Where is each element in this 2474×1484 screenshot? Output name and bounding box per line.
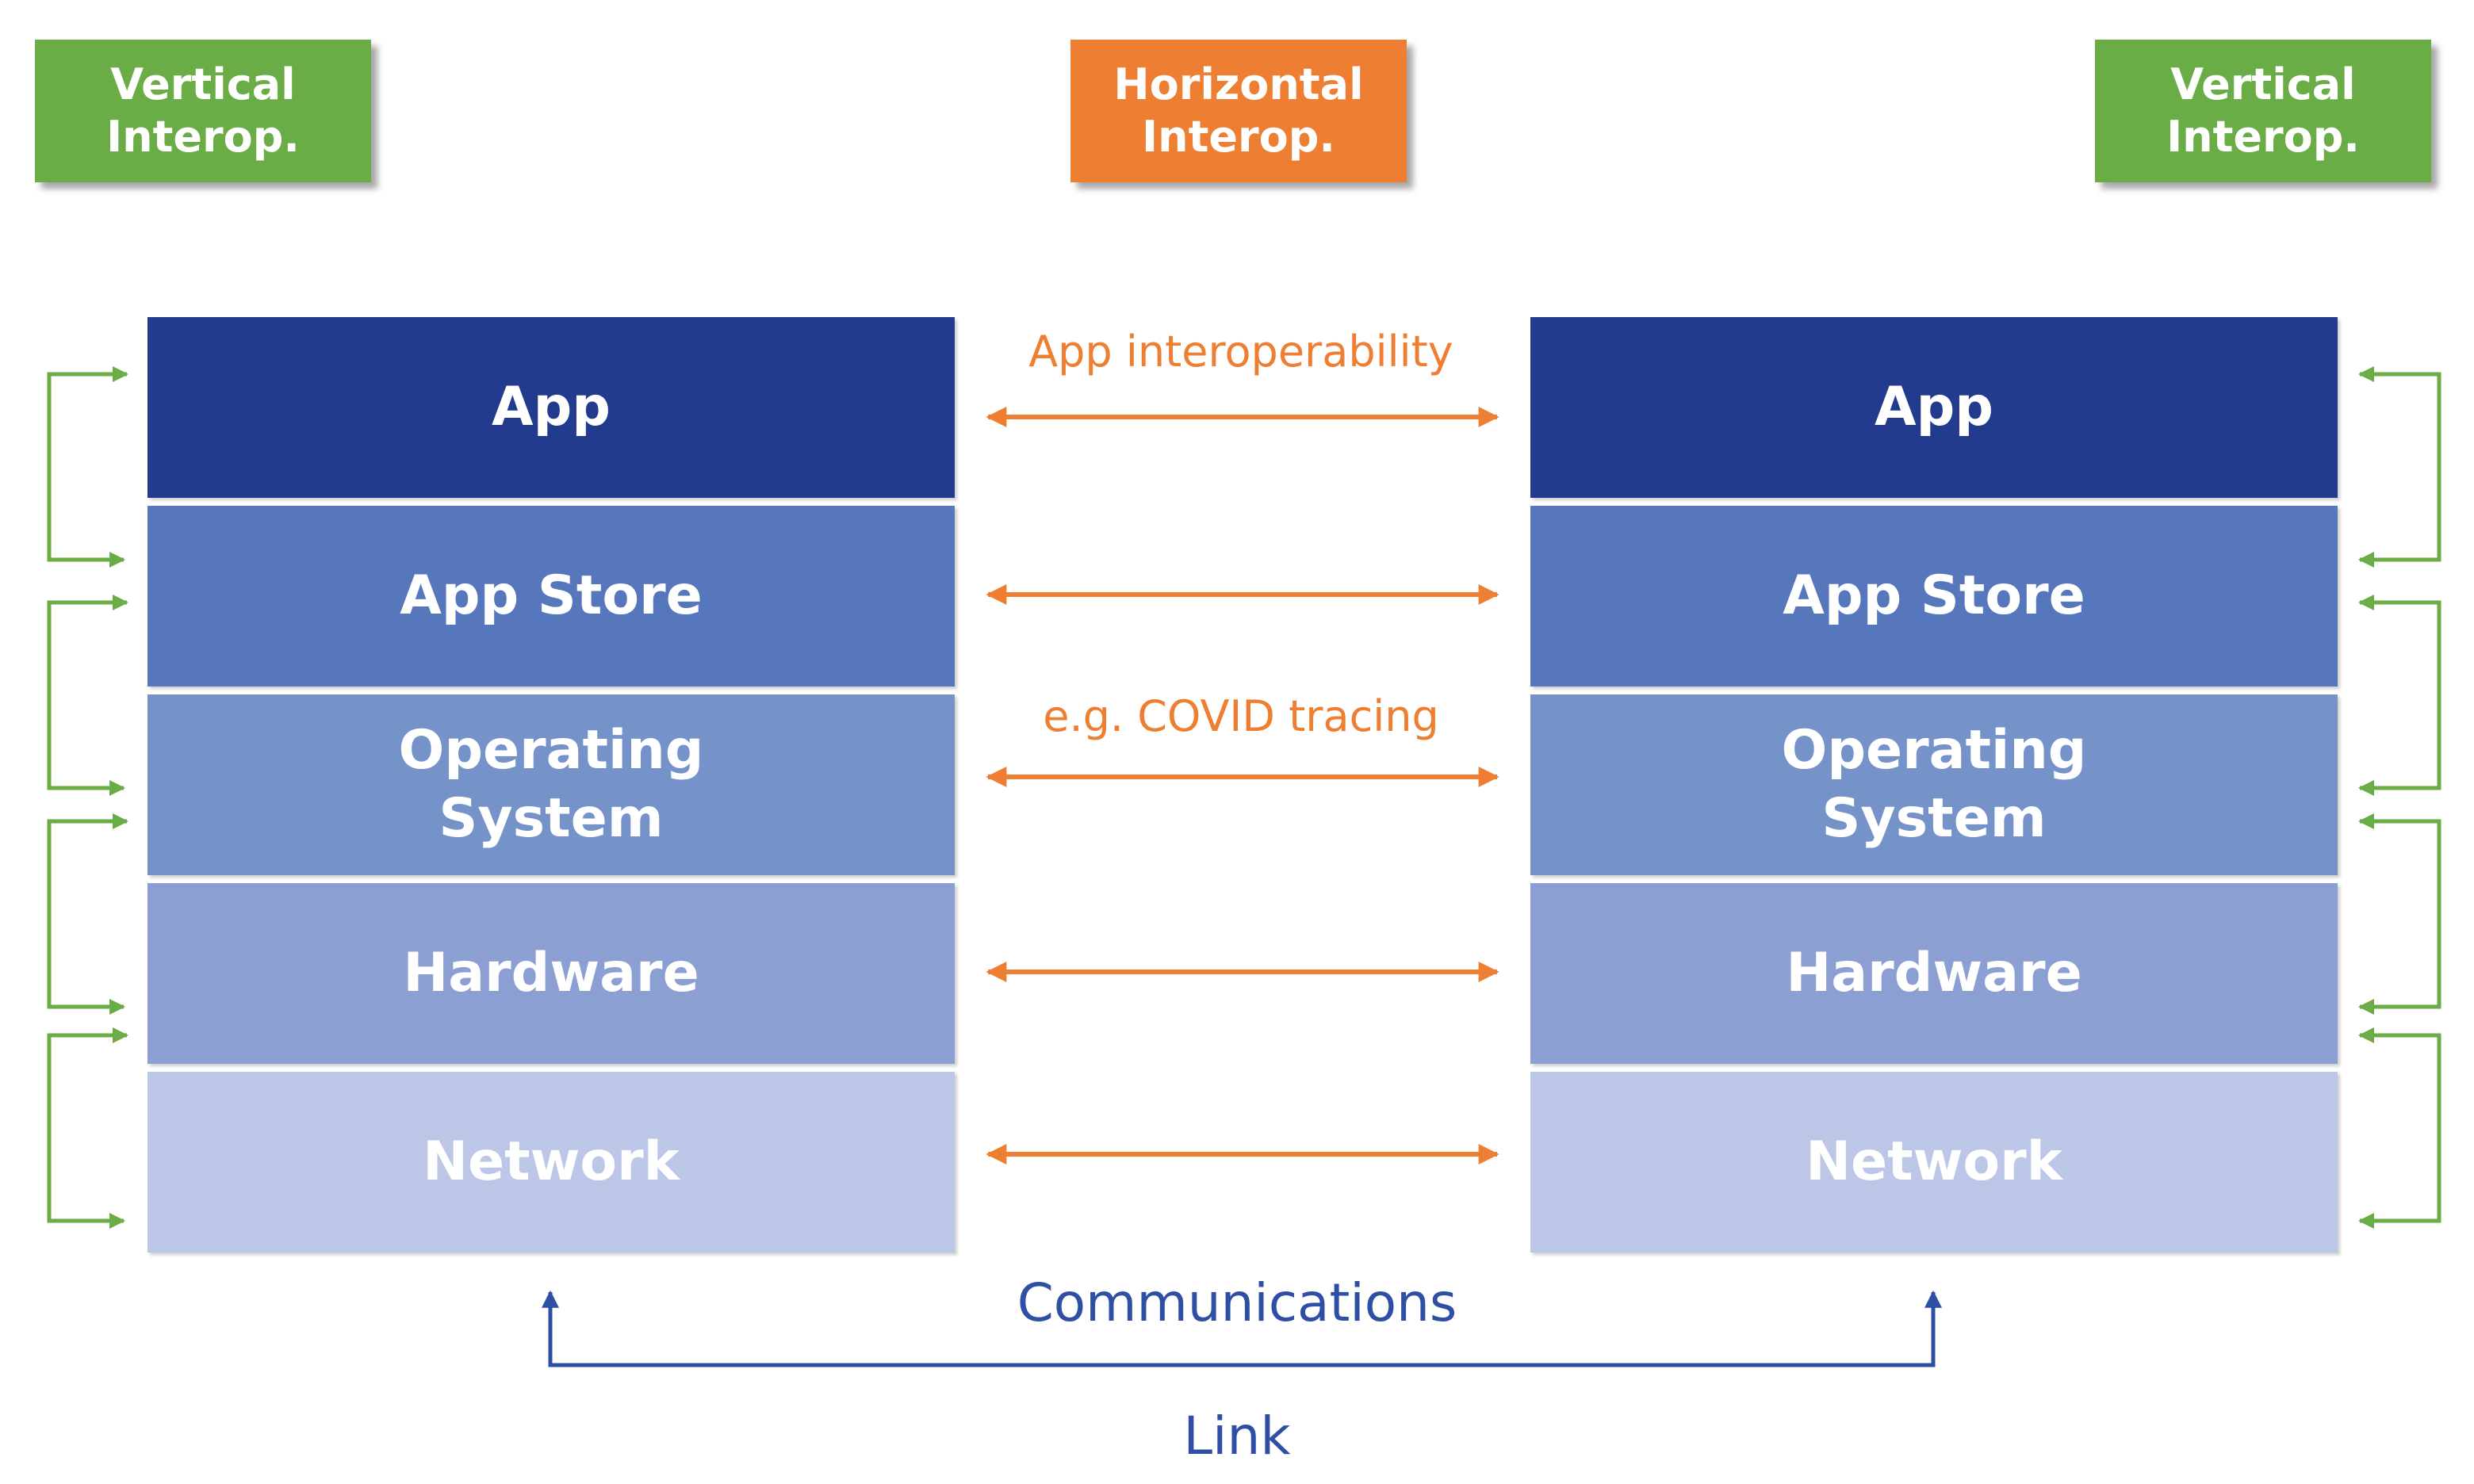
horizontal-interop-tag: Horizontal Interop.: [1070, 40, 1407, 182]
vertical-interop-tag-left: Vertical Interop.: [35, 40, 371, 182]
vertical-bracket-right-2: [2358, 813, 2441, 1015]
left-layer-hardware: Hardware: [147, 883, 955, 1064]
right-layer-hardware: Hardware: [1530, 883, 2338, 1064]
left-layer-app-label: App: [492, 376, 611, 438]
right-stack: App App Store Operating System Hardware …: [1530, 317, 2338, 1260]
right-layer-app-store: App Store: [1530, 506, 2338, 687]
vertical-bracket-right-0: [2358, 366, 2441, 568]
vertical-interop-tag-right: Vertical Interop.: [2095, 40, 2431, 182]
vertical-interop-tag-right-text: Vertical Interop.: [2166, 59, 2360, 162]
vertical-bracket-right-3: [2358, 1027, 2441, 1229]
left-layer-app: App: [147, 317, 955, 498]
vertical-bracket-left-2: [47, 813, 128, 1015]
right-layer-network-label: Network: [1806, 1130, 2062, 1193]
right-layer-app-label: App: [1875, 376, 1993, 438]
communications-link-arrow: [542, 1290, 1942, 1367]
right-layer-hardware-label: Hardware: [1786, 942, 2082, 1004]
link-label: Link: [1183, 1406, 1291, 1467]
right-layer-operating-system-label: Operating System: [1781, 719, 2087, 850]
covid-tracing-label: e.g. COVID tracing: [1043, 691, 1439, 741]
vertical-bracket-left-3: [47, 1027, 128, 1229]
vertical-bracket-left-0: [47, 366, 128, 568]
left-layer-network-label: Network: [423, 1130, 680, 1193]
horizontal-interop-tag-text: Horizontal Interop.: [1113, 59, 1364, 162]
vertical-interop-tag-left-text: Vertical Interop.: [106, 59, 300, 162]
left-layer-network: Network: [147, 1072, 955, 1253]
right-layer-network: Network: [1530, 1072, 2338, 1253]
communications-label: Communications: [1017, 1272, 1457, 1333]
vertical-bracket-right-1: [2358, 595, 2441, 796]
left-layer-operating-system: Operating System: [147, 694, 955, 875]
right-layer-app-store-label: App Store: [1783, 564, 2085, 627]
left-layer-hardware-label: Hardware: [403, 942, 699, 1004]
left-stack: App App Store Operating System Hardware …: [147, 317, 955, 1260]
left-layer-app-store: App Store: [147, 506, 955, 687]
left-layer-app-store-label: App Store: [400, 564, 703, 627]
left-layer-operating-system-label: Operating System: [398, 719, 704, 850]
right-layer-operating-system: Operating System: [1530, 694, 2338, 875]
right-layer-app: App: [1530, 317, 2338, 498]
vertical-bracket-left-1: [47, 595, 128, 796]
app-interoperability-label: App interoperability: [1028, 327, 1453, 377]
